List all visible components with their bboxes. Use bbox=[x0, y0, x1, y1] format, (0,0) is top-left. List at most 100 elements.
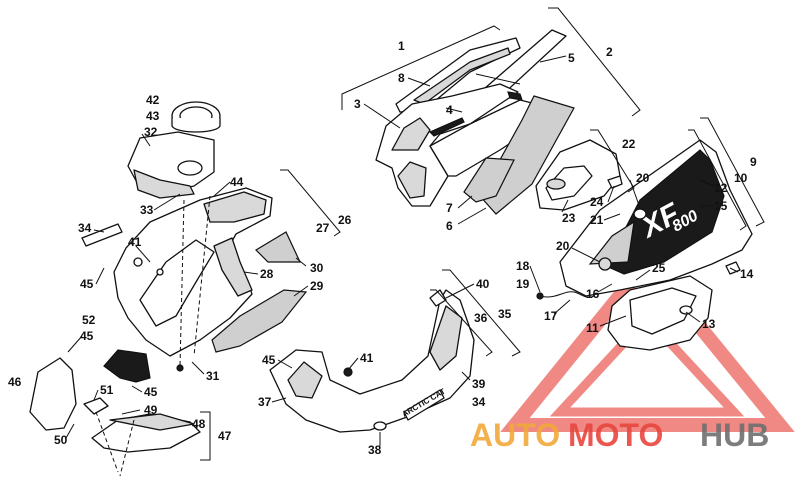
leader-41b bbox=[347, 357, 359, 371]
watermark-text-hub: HUB bbox=[700, 417, 769, 453]
wire-harness bbox=[539, 291, 595, 298]
callout-24: 24 bbox=[590, 195, 604, 209]
callout-3: 3 bbox=[354, 97, 361, 111]
leader-3 bbox=[363, 103, 401, 129]
callout-36: 36 bbox=[474, 311, 488, 325]
callout-45-a: 45 bbox=[80, 277, 94, 291]
callout-45-b: 45 bbox=[80, 329, 94, 343]
callout-12: 12 bbox=[714, 181, 728, 195]
callout-17: 17 bbox=[544, 309, 558, 323]
callout-20-lower: 20 bbox=[556, 239, 570, 253]
callout-6: 6 bbox=[446, 219, 453, 233]
airbox-trim-strip bbox=[81, 223, 123, 247]
lower-console-tab bbox=[429, 289, 447, 307]
bracket-2 bbox=[548, 7, 641, 117]
gauge-window-screw bbox=[607, 175, 623, 189]
skid-plate-edge bbox=[109, 413, 195, 431]
hood-clip bbox=[507, 91, 523, 101]
side-panel-grommet bbox=[598, 257, 612, 271]
group-brackets bbox=[200, 7, 765, 461]
callout-45-c: 45 bbox=[262, 353, 276, 367]
airbox-assembly bbox=[81, 101, 308, 372]
lower-console-inner bbox=[287, 361, 323, 399]
side-panel-clip bbox=[725, 261, 741, 275]
callout-labels: 1 2 3 4 5 6 7 8 9 10 11 12 13 14 15 16 1… bbox=[8, 39, 757, 457]
leader-12 bbox=[699, 179, 715, 187]
callout-21: 21 bbox=[590, 213, 604, 227]
callout-45-d: 45 bbox=[144, 385, 158, 399]
leader-45b bbox=[67, 335, 83, 353]
airbox-mesh-small bbox=[255, 231, 301, 263]
callout-49: 49 bbox=[144, 403, 158, 417]
leader-49 bbox=[121, 409, 141, 415]
callout-10: 10 bbox=[734, 171, 748, 185]
callout-20-upper: 20 bbox=[636, 171, 650, 185]
leader-20b bbox=[571, 247, 601, 263]
gauge-window-indicator bbox=[546, 178, 566, 190]
watermark-logo bbox=[500, 250, 795, 432]
leader-45d bbox=[131, 385, 143, 393]
leader-31 bbox=[191, 361, 205, 375]
intake-bracket-lower bbox=[133, 169, 195, 199]
lower-console-body bbox=[269, 289, 475, 433]
callout-8: 8 bbox=[398, 71, 405, 85]
callout-4: 4 bbox=[446, 103, 453, 117]
leader-28 bbox=[243, 271, 259, 275]
callout-52: 52 bbox=[82, 313, 96, 327]
bracket-9 bbox=[700, 117, 765, 227]
leader-51 bbox=[93, 389, 99, 401]
callout-46: 46 bbox=[8, 375, 22, 389]
bracket-1 bbox=[341, 25, 501, 110]
watermark-text-auto: AUTO bbox=[470, 417, 560, 453]
leader-40 bbox=[445, 283, 475, 299]
leader-25 bbox=[635, 269, 651, 281]
callout-34-right: 34 bbox=[472, 395, 486, 409]
leader-7 bbox=[457, 195, 473, 209]
lower-console-grommet bbox=[373, 421, 387, 431]
front-bumper-assembly bbox=[29, 349, 201, 477]
airbox-mesh-large bbox=[211, 289, 308, 353]
long-bolt-2 bbox=[193, 195, 211, 357]
callout-7: 7 bbox=[446, 201, 453, 215]
callout-44: 44 bbox=[230, 175, 244, 189]
mounting-block bbox=[83, 397, 109, 415]
lower-console-assembly: ARCTIC CAT bbox=[269, 289, 475, 433]
callout-22: 22 bbox=[622, 137, 636, 151]
callout-11: 11 bbox=[586, 321, 599, 335]
leader-32 bbox=[141, 133, 151, 147]
callout-40: 40 bbox=[476, 277, 490, 291]
leader-29 bbox=[293, 285, 309, 297]
airbox-inner-wall bbox=[139, 239, 215, 327]
airbox-bracket bbox=[213, 237, 253, 297]
callout-14: 14 bbox=[740, 267, 754, 281]
leader-34a bbox=[93, 229, 105, 233]
leader-5 bbox=[539, 55, 567, 63]
callout-2: 2 bbox=[606, 45, 613, 59]
lower-console-side bbox=[429, 305, 463, 371]
callout-43: 43 bbox=[146, 109, 160, 123]
watermark-triangle-outer bbox=[500, 250, 795, 432]
front-bumper-panel bbox=[29, 357, 77, 431]
long-bolt-head bbox=[176, 364, 184, 372]
leader-14 bbox=[729, 267, 739, 273]
leader-41a bbox=[135, 245, 151, 263]
bracket-10 bbox=[688, 129, 747, 231]
callout-47: 47 bbox=[218, 429, 232, 443]
callout-48: 48 bbox=[192, 417, 206, 431]
callout-28: 28 bbox=[260, 267, 274, 281]
callout-33: 33 bbox=[140, 203, 154, 217]
callout-1: 1 bbox=[398, 39, 405, 53]
leader-21 bbox=[603, 213, 621, 221]
callout-27: 27 bbox=[316, 221, 330, 235]
leader-23 bbox=[561, 199, 569, 213]
leader-6 bbox=[457, 207, 487, 225]
bracket-47 bbox=[200, 411, 211, 461]
leader-13 bbox=[685, 311, 701, 323]
airbox-fastener-2 bbox=[156, 268, 164, 276]
leader-50 bbox=[65, 423, 75, 439]
lower-dash-line-2 bbox=[119, 419, 135, 477]
callout-34-left: 34 bbox=[78, 221, 92, 235]
callout-23: 23 bbox=[562, 211, 576, 225]
callout-19: 19 bbox=[516, 277, 530, 291]
